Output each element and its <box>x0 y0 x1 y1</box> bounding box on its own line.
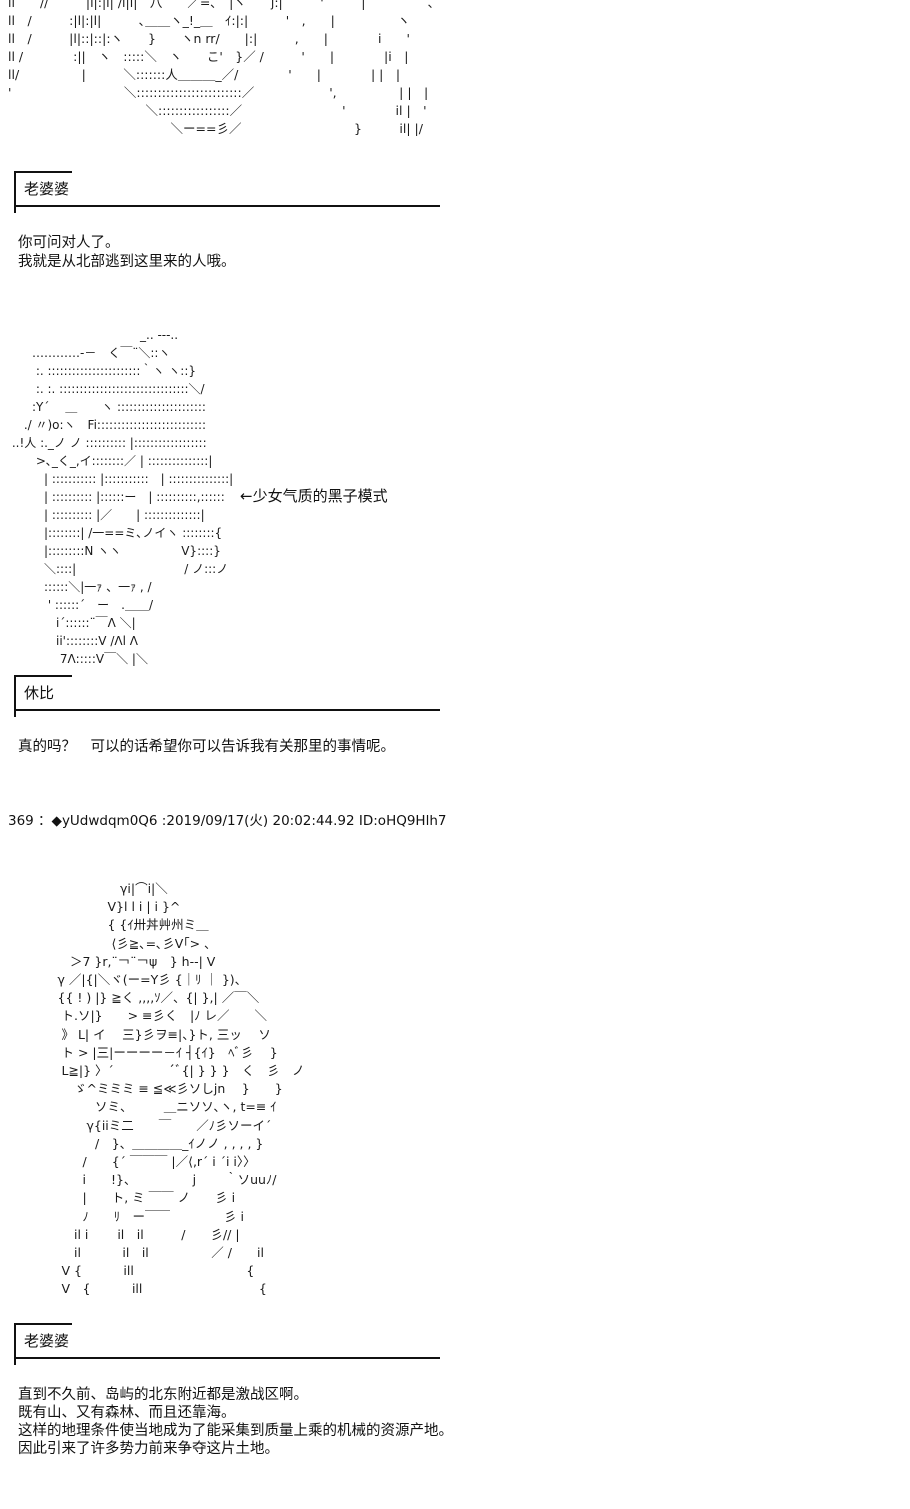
post-header: 369 ：◆yUdwdqm0Q6 :2019/09/17(火) 20:02:44… <box>8 813 447 829</box>
dialog-line: 真的吗？ 可以的话希望你可以告诉我有关那里的事情呢。 <box>18 739 395 755</box>
speaker-box-underline <box>14 1357 440 1359</box>
dialog-shuvi: 真的吗？ 可以的话希望你可以告诉我有关那里的事情呢。 <box>18 738 395 757</box>
speaker-name: 休比 <box>24 684 55 702</box>
dialog-old-woman-2: 直到不久前、岛屿的北东附近都是激战区啊。 既有山、又有森林、而且还靠海。 这样的… <box>18 1386 453 1458</box>
speaker-box-underline <box>14 205 440 207</box>
speaker-box-underline <box>14 709 440 711</box>
speaker-box-topline <box>14 1323 72 1325</box>
speaker-box-topline <box>14 675 72 677</box>
dialog-line: 因此引来了许多势力前来争夺这片土地。 <box>18 1441 279 1457</box>
speaker-box-tick <box>14 1323 16 1365</box>
dialog-line: 你可问对人了。 <box>18 235 120 251</box>
ascii-art-middle: _.. ---.. …………-－ く￣¨＼::ヽ :. ::::::::::::… <box>11 328 234 666</box>
dialog-line: 既有山、又有森林、而且还靠海。 <box>18 1405 236 1421</box>
art-annotation: ←少女气质的黑子模式 <box>240 487 388 505</box>
speaker-box-tick <box>14 675 16 717</box>
speaker-box-old-woman-1: 老婆婆 <box>14 171 440 213</box>
ascii-art-lower: γi|⌒i|＼ V}l l i | i }^ { {ｲ卅丼艸州ミ＿ ⟨彡≧､=､… <box>57 881 305 1297</box>
speaker-box-shuvi: 休比 <box>14 675 440 717</box>
dialog-line: 直到不久前、岛屿的北东附近都是激战区啊。 <box>18 1387 308 1403</box>
dialog-line: 这样的地理条件使当地成为了能采集到质量上乘的机械的资源产地。 <box>18 1423 453 1439</box>
ascii-art-top: ll // |l|:|l| /l|l| 八 ／=､ |ヽ j:| ' | ｀ ､… <box>8 0 435 136</box>
speaker-box-old-woman-2: 老婆婆 <box>14 1323 440 1365</box>
speaker-name: 老婆婆 <box>24 180 70 198</box>
dialog-line: 我就是从北部逃到这里来的人哦。 <box>18 254 236 270</box>
speaker-box-tick <box>14 171 16 213</box>
speaker-name: 老婆婆 <box>24 1332 70 1350</box>
dialog-old-woman-1: 你可问对人了。 我就是从北部逃到这里来的人哦。 <box>18 234 236 272</box>
speaker-box-topline <box>14 171 72 173</box>
